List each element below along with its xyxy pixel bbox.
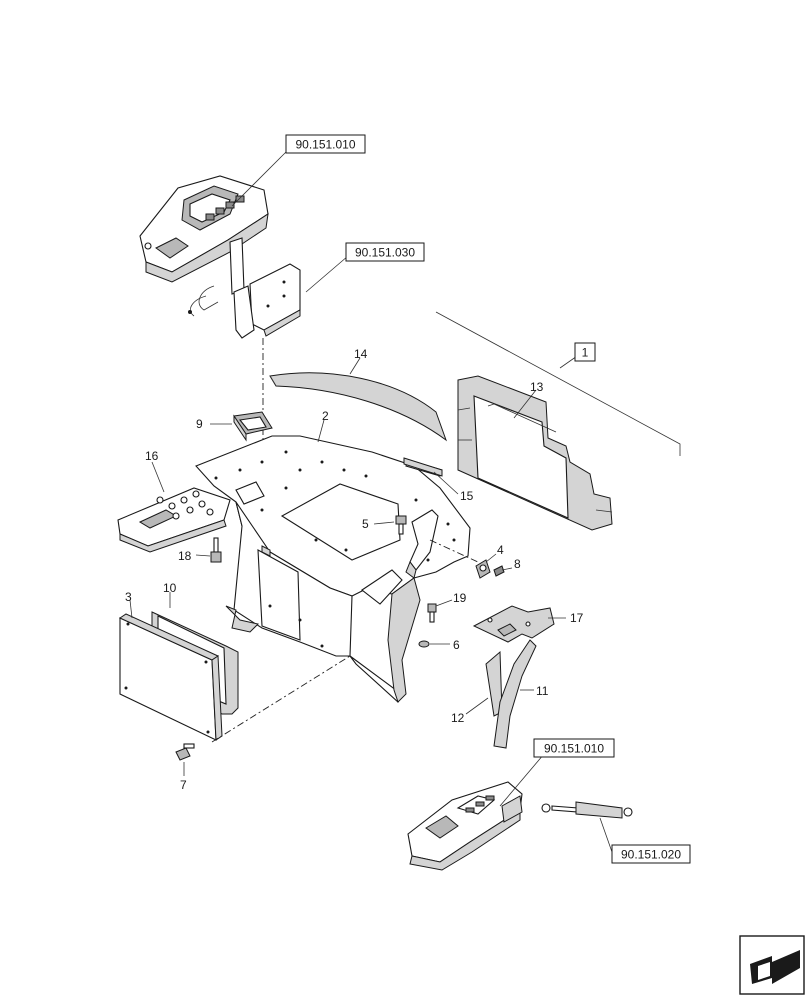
- callout-8: 8: [514, 557, 521, 571]
- part-14-trim: [269, 372, 448, 442]
- callout-12: 12: [451, 711, 465, 725]
- gas-spring: [541, 801, 633, 819]
- part-8-screw: [493, 565, 505, 577]
- part-15-strip: [403, 457, 443, 477]
- part-19-bolt: [427, 603, 437, 623]
- housing-side: [225, 501, 421, 703]
- part-9-grommet: [233, 411, 273, 442]
- part-11-strip: [493, 639, 537, 749]
- ref-box-90-151-020[interactable]: 90.151.020: [611, 844, 691, 864]
- part-18-bolt: [210, 537, 222, 563]
- callout-9: 9: [196, 417, 203, 431]
- ref-box-90-151-030[interactable]: 90.151.030: [345, 242, 425, 262]
- callout-2: 2: [322, 409, 329, 423]
- ref-label: 90.151.020: [621, 848, 681, 862]
- part-7-screw: [175, 743, 195, 761]
- console-top: [139, 175, 269, 283]
- part-13-mat: [457, 375, 613, 531]
- part-3-cover: [118, 613, 223, 741]
- side-bracket: [405, 509, 439, 579]
- ref-label: 90.151.010: [295, 138, 355, 152]
- callout-5: 5: [362, 517, 369, 531]
- part-4-fastener: [475, 559, 491, 579]
- part-5-bolt: [395, 515, 407, 535]
- callout-4: 4: [497, 543, 504, 557]
- ref-box-90-151-010-top[interactable]: 90.151.010: [285, 134, 366, 154]
- callout-13: 13: [530, 380, 544, 394]
- ref-box-kit-1[interactable]: 1: [574, 342, 596, 362]
- callout-7: 7: [180, 778, 187, 792]
- bracket-assembly: [188, 237, 301, 339]
- console-bottom: [407, 781, 523, 871]
- callout-16: 16: [145, 449, 159, 463]
- part-17-pad: [472, 605, 555, 643]
- page-arrow-icon[interactable]: [739, 935, 805, 995]
- part-6-nut: [418, 640, 430, 648]
- callout-15: 15: [460, 489, 474, 503]
- ref-label: 1: [582, 346, 589, 360]
- callout-14: 14: [354, 347, 368, 361]
- callout-6: 6: [453, 638, 460, 652]
- ref-label: 90.151.030: [355, 246, 415, 260]
- callout-10: 10: [163, 581, 177, 595]
- callout-3: 3: [125, 590, 132, 604]
- part-16-switch-panel: [117, 487, 231, 553]
- ref-box-90-151-010-bottom[interactable]: 90.151.010: [533, 738, 615, 758]
- ref-label: 90.151.010: [544, 742, 604, 756]
- callout-18: 18: [178, 549, 192, 563]
- callout-19: 19: [453, 591, 467, 605]
- callout-11: 11: [536, 684, 549, 698]
- callout-17: 17: [570, 611, 584, 625]
